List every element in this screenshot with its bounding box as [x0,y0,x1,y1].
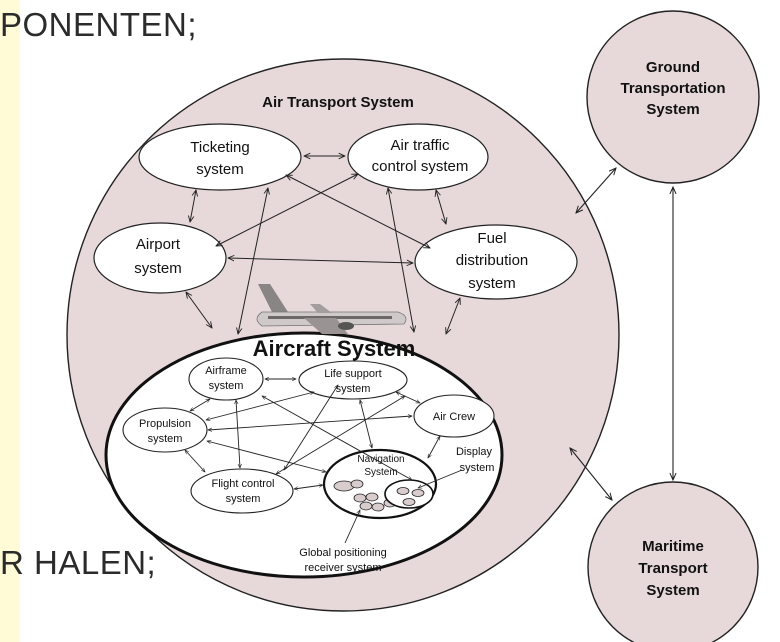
atc-label-1: Air traffic [391,137,450,154]
ground-label-1: Ground [646,59,700,76]
propulsion-label-2: system [148,433,183,445]
arrow-aircrew-navigation [427,436,441,458]
ticketing-system-node [138,123,302,191]
atc-system-node [347,123,489,191]
propulsion-node [122,407,208,453]
atc-label-2: control system [372,158,469,175]
airframe-label-1: Airframe [205,365,247,377]
airport-label-1: Airport [136,236,181,253]
gps-label-2: receiver system [304,562,381,574]
arrow-air-ground [576,168,616,213]
slide-text-top: PONENTEN; [0,6,198,43]
maritime-transport-circle [587,481,759,642]
ground-label-2: Transportation [620,80,725,97]
maritime-label-2: Transport [638,560,707,577]
display-pointer [418,469,463,488]
ticketing-label-1: Ticketing [190,139,249,156]
aircraft-system-node [104,331,504,579]
air-crew-label: Air Crew [433,411,475,423]
fuel-label-2: distribution [456,252,529,269]
gps-pointer [344,510,361,544]
fuel-label-3: system [468,275,516,292]
propulsion-label-1: Propulsion [139,418,191,430]
arrow-ticketing-airport [190,190,196,222]
arrow-ticketing-aircraft [238,188,268,334]
arrow-atc-aircraft [388,188,414,332]
flight-control-label-2: system [226,493,261,505]
navigation-components [333,479,397,512]
airplane-icon [256,284,407,334]
arrow-flightcontrol-navigation [294,485,323,489]
fuel-label-1: Fuel [477,230,506,247]
navigation-label-1: Navigation [357,454,404,465]
arrow-atc-fuel [436,190,446,224]
ticketing-label-2: system [196,161,244,178]
arrow-airport-aircraft [186,292,212,328]
display-label-1: Display [456,446,493,458]
arrow-lifesupport-navigation [360,400,372,448]
arrow-propulsion-flightcontrol [185,450,205,472]
maritime-label-1: Maritime [642,538,704,555]
life-support-label-1: Life support [324,368,381,380]
air-crew-node [413,394,495,438]
air-transport-title: Air Transport System [262,94,414,111]
ground-label-3: System [646,101,699,118]
flight-control-node [190,468,294,514]
aircraft-system-title: Aircraft System [253,336,416,361]
gps-label-1: Global positioning [299,547,386,559]
airframe-label-2: system [209,380,244,392]
flight-control-label-1: Flight control [212,478,275,490]
life-support-label-2: system [336,383,371,395]
arrow-fuel-aircraft [446,298,460,334]
arrow-air-maritime [570,448,612,500]
slide-text-bottom: R HALEN; [0,544,157,581]
slide-accent-bar [0,0,20,642]
airport-system-node [93,222,227,294]
navigation-label-2: System [364,467,397,478]
ground-transport-circle [586,10,760,184]
maritime-label-3: System [646,582,699,599]
airport-label-2: system [134,260,182,277]
display-label-2: system [460,462,495,474]
arrow-lifesupport-flightcontrol [284,385,338,470]
